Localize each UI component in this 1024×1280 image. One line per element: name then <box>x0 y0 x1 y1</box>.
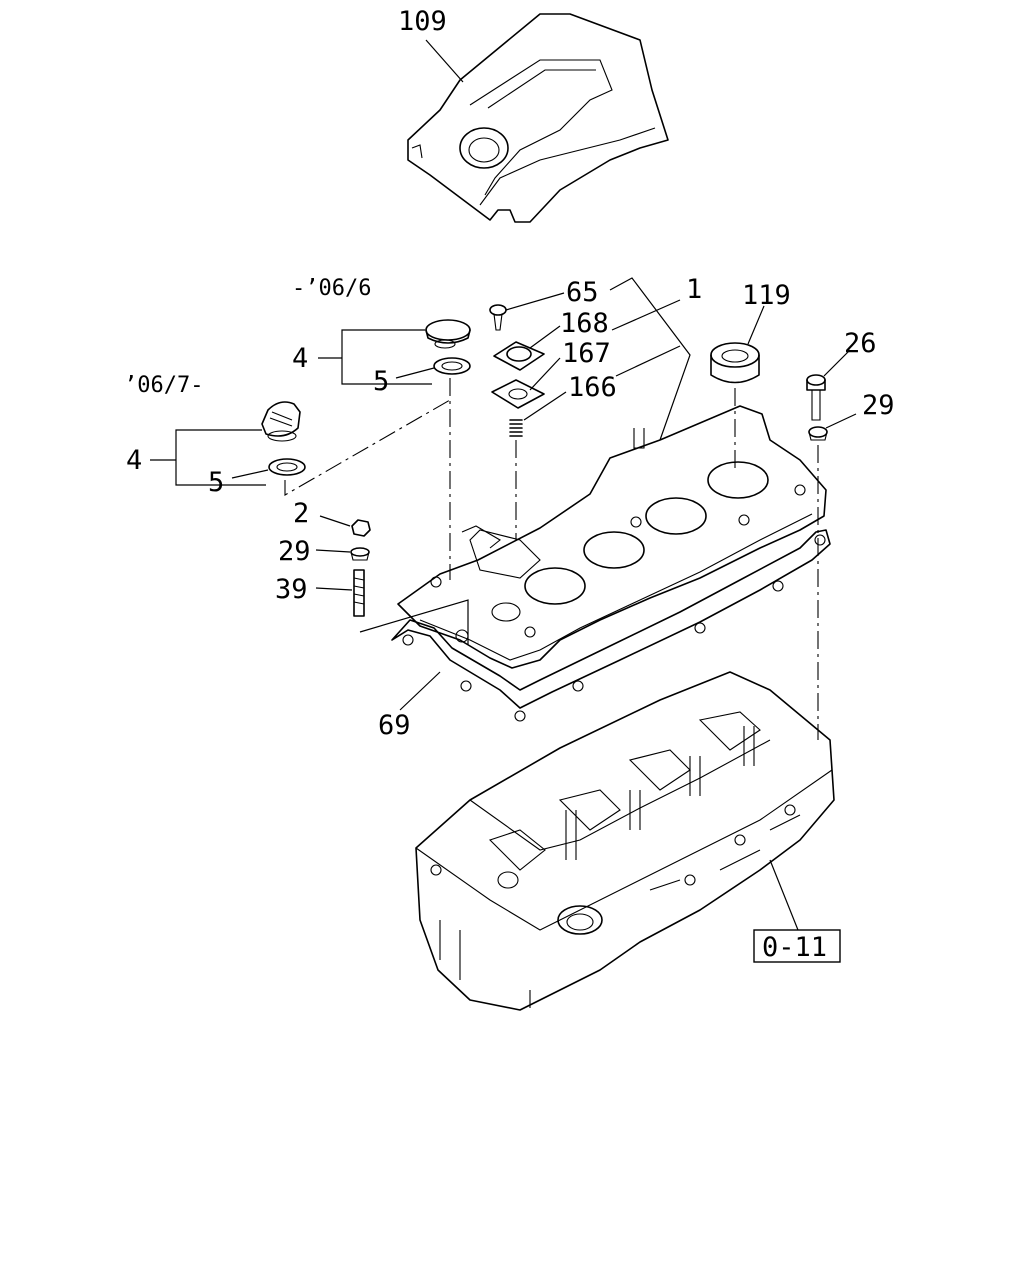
leader-5-lower <box>231 469 269 479</box>
leader-65 <box>505 292 565 311</box>
oil-filler-cap-lower <box>261 401 301 442</box>
oil-cap-gasket-lower <box>268 458 306 476</box>
leader-167 <box>529 357 561 391</box>
callout-4-upper: 4 <box>292 343 308 374</box>
callout-39: 39 <box>275 574 308 605</box>
oil-cap-gasket-upper <box>433 357 471 375</box>
leader-26 <box>823 349 851 377</box>
callout-65: 65 <box>566 277 599 308</box>
callout-167: 167 <box>562 338 611 369</box>
bracket-4-lower <box>175 429 266 486</box>
leader-168 <box>529 325 561 349</box>
callout-1: 1 <box>686 274 702 305</box>
washer-29-left <box>350 547 370 561</box>
leader-2 <box>319 515 351 527</box>
leader-69 <box>399 671 441 711</box>
bolt-26 <box>806 374 826 421</box>
nut-2 <box>351 519 371 537</box>
leader-39-to-cover <box>359 599 469 645</box>
date-from: ’06/7- <box>124 373 203 398</box>
callout-5-lower: 5 <box>208 467 224 498</box>
callout-4-lower: 4 <box>126 445 142 476</box>
callout-5-upper: 5 <box>373 366 389 397</box>
leader-29-right <box>825 413 857 429</box>
callout-119: 119 <box>742 280 791 311</box>
bracket-4-upper <box>341 329 432 385</box>
callout-2: 2 <box>293 498 309 529</box>
callout-29-left: 29 <box>278 536 311 567</box>
seal-119 <box>710 342 760 384</box>
callout-166: 166 <box>568 372 617 403</box>
leader-65-to-cover <box>609 277 691 441</box>
callout-29-right: 29 <box>862 390 895 421</box>
leader-29-left <box>315 549 351 553</box>
screw-65 <box>489 304 507 331</box>
cylinder-head <box>415 671 835 1011</box>
callout-168: 168 <box>560 308 609 339</box>
cylinder-head-cover <box>397 405 827 669</box>
leader-166 <box>523 391 567 421</box>
leader-109 <box>425 39 464 83</box>
callout-109: 109 <box>398 6 447 37</box>
reference-box-label: 0-11 <box>762 932 827 963</box>
washer-29-right <box>808 426 828 441</box>
reference-box <box>753 929 841 963</box>
plate-168 <box>493 341 545 371</box>
leader-5-upper <box>395 367 435 379</box>
leader-119 <box>747 305 765 345</box>
plate-167 <box>491 379 545 409</box>
callout-69: 69 <box>378 710 411 741</box>
align-line-cap-lower <box>284 399 451 496</box>
engine-top-cover <box>407 13 669 223</box>
leader-1 <box>611 299 681 331</box>
leader-0-11 <box>769 859 799 931</box>
leader-39 <box>315 587 353 591</box>
spring-166 <box>509 419 523 437</box>
oil-filler-cap-upper <box>425 319 471 349</box>
date-upto: -’06/6 <box>292 276 371 301</box>
leader-1b <box>615 345 681 377</box>
callout-26: 26 <box>844 328 877 359</box>
cover-gasket-69 <box>391 529 831 722</box>
stud-39 <box>353 569 365 617</box>
